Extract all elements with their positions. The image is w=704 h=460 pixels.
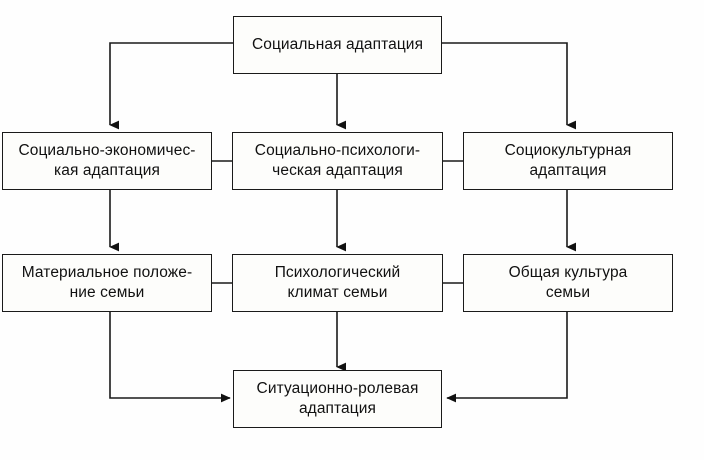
node-label: Общая культура семьи [508, 263, 628, 301]
node-sociocultural-adaptation[interactable]: Социокультурная адаптация [463, 132, 673, 190]
edge-general-culture-to-situational-role [446, 312, 568, 403]
node-psychological-climate-of-family[interactable]: Психологический климат семьи [232, 254, 443, 312]
node-label: Социальная адаптация [251, 35, 424, 53]
node-label: Социокультурная адаптация [504, 141, 632, 179]
node-material-status-of-family[interactable]: Материальное положе- ние семьи [2, 254, 212, 312]
node-socio-psychological-adaptation[interactable]: Социально-психологи- ческая адаптация [232, 132, 443, 190]
edge-root-to-sociocultural [442, 42, 577, 130]
node-social-adaptation[interactable]: Социальная адаптация [233, 16, 442, 74]
edge-root-to-socio-economic [109, 42, 233, 130]
node-situational-role-adaptation[interactable]: Ситуационно-ролевая адаптация [233, 370, 442, 428]
node-label: Ситуационно-ролевая адаптация [256, 379, 419, 417]
node-label: Социально-экономичес- кая адаптация [18, 141, 196, 179]
node-label: Материальное положе- ние семьи [21, 263, 193, 301]
edge-material-status-to-situational-role [109, 312, 231, 403]
node-general-culture-of-family[interactable]: Общая культура семьи [463, 254, 673, 312]
node-label: Социально-психологи- ческая адаптация [254, 141, 421, 179]
node-label: Психологический климат семьи [274, 263, 401, 301]
node-socio-economic-adaptation[interactable]: Социально-экономичес- кая адаптация [2, 132, 212, 190]
